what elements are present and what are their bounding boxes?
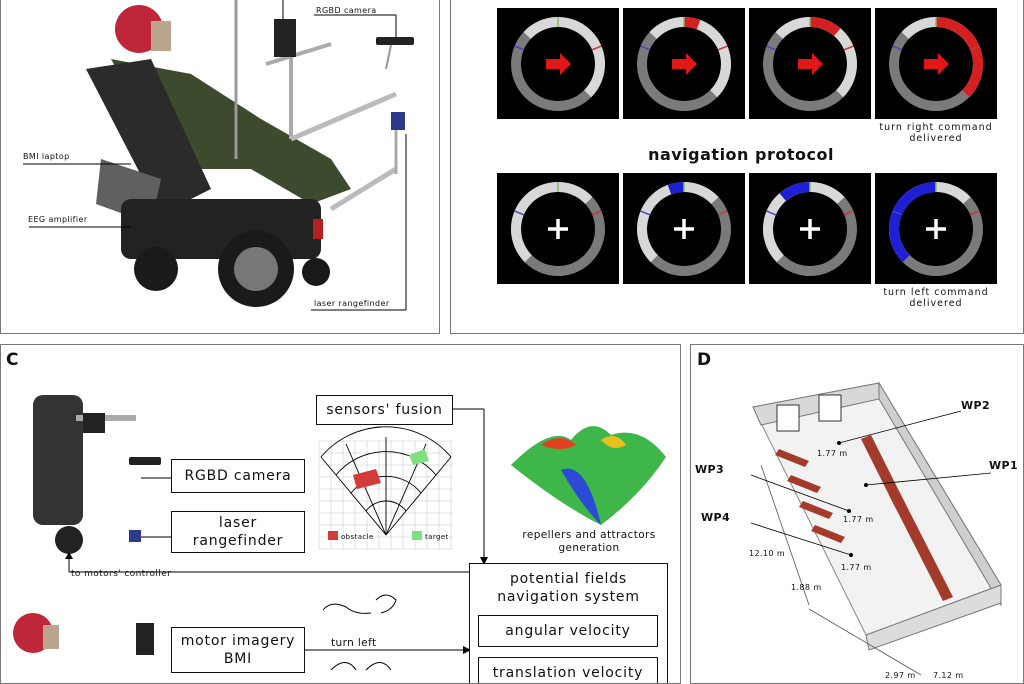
fixation-cross-icon <box>800 219 820 239</box>
laser-line1: laser <box>218 515 258 531</box>
panel-b: turn right command delivered navigation … <box>450 0 1024 334</box>
feedback-ring <box>889 182 983 276</box>
panel-d-label: D <box>697 350 712 370</box>
legend-target: target <box>425 533 449 541</box>
ring-bottom-1 <box>497 173 619 284</box>
dim-2: 1.77 m <box>843 515 874 524</box>
fixation-cross-icon <box>926 219 946 239</box>
potential-line2: navigation system <box>497 589 640 605</box>
ring-tick <box>969 210 980 216</box>
potential-line1: potential fields <box>509 571 628 587</box>
eeg-amplifier-callout: EEG amplifier <box>28 215 88 224</box>
ring-threshold-zone <box>523 17 605 98</box>
ring-tick <box>514 45 525 51</box>
feedback-ring <box>637 182 731 276</box>
ring-threshold-zone <box>637 182 719 263</box>
motor-line1: motor imagery <box>180 633 296 649</box>
ring-progress-fill <box>667 182 685 195</box>
ring-progress-fill <box>683 17 701 30</box>
ring-bottom-3 <box>749 173 871 284</box>
ring-tick <box>591 45 602 51</box>
panel-d: D WP2 WP1 WP3 WP4 1.77 m 1.77 m 1.77 m <box>690 344 1024 684</box>
turn-left-caption: turn left command delivered <box>883 287 989 309</box>
rgbd-camera-box: RGBD camera <box>171 459 305 493</box>
bmi-laptop-callout: BMI laptop <box>23 152 70 161</box>
ring-progress-fill <box>779 182 811 202</box>
dim-4: 1.88 m <box>791 583 822 592</box>
ring-threshold-zone <box>511 182 593 263</box>
ring-bottom-4 <box>875 173 997 284</box>
sensors-fusion-box: sensors' fusion <box>316 395 453 425</box>
feedback-ring <box>763 17 857 111</box>
panel-c-graphics <box>13 395 666 671</box>
to-motors-controller-label: to motors' controller <box>71 569 172 579</box>
ring-top-2 <box>623 8 745 119</box>
ring-bottom-2 <box>623 173 745 284</box>
translation-velocity-box: translation velocity <box>478 657 658 683</box>
right-arrow-icon <box>798 53 823 75</box>
dim-w2: 7.12 m <box>933 671 964 680</box>
feedback-ring <box>511 182 605 276</box>
ring-progress-fill <box>889 182 937 263</box>
dim-length: 12.10 m <box>749 549 786 558</box>
dim-1: 1.77 m <box>817 449 848 458</box>
ring-tick <box>892 210 903 216</box>
rgbd-camera-callout: RGBD camera <box>316 6 377 15</box>
right-arrow-icon <box>546 53 571 75</box>
wp3-label: WP3 <box>695 463 725 476</box>
panel-c-label: C <box>6 350 19 370</box>
ring-tick <box>766 210 777 216</box>
ring-tick <box>843 45 854 51</box>
right-arrow-icon <box>924 53 949 75</box>
ring-tick <box>591 210 602 216</box>
feedback-ring <box>763 182 857 276</box>
wheelchair-photo <box>23 0 414 311</box>
turn-left-label: turn left <box>331 637 377 649</box>
dim-3: 1.77 m <box>841 563 872 572</box>
floor-plan <box>750 381 1002 676</box>
angular-velocity-box: angular velocity <box>478 615 658 647</box>
ring-tick <box>717 210 728 216</box>
legend-obstacle: obstacle <box>341 533 374 541</box>
motor-imagery-bmi-box: motor imagery BMI <box>171 627 305 673</box>
fixation-cross-icon <box>674 219 694 239</box>
ring-tick <box>640 210 651 216</box>
ring-top-1 <box>497 8 619 119</box>
dim-w1: 2.97 m <box>885 671 916 680</box>
ring-tick <box>969 45 980 51</box>
ring-threshold-zone <box>775 17 857 98</box>
repellers-label: repellers and attractors generation <box>507 529 671 555</box>
feedback-ring <box>637 17 731 111</box>
ring-tick <box>843 210 854 216</box>
laser-line2: rangefinder <box>192 533 284 549</box>
panel-a: RGBD camera BMI laptop EEG amplifier las… <box>0 0 440 334</box>
ring-threshold-zone <box>763 182 845 263</box>
ring-tick <box>766 45 777 51</box>
ring-progress-fill <box>809 17 841 37</box>
ring-top-4 <box>875 8 997 119</box>
feedback-ring <box>511 17 605 111</box>
ring-tick <box>640 45 651 51</box>
laser-rangefinder-callout: laser rangefinder <box>314 299 390 308</box>
navigation-protocol-title: navigation protocol <box>648 145 834 164</box>
feedback-ring <box>889 17 983 111</box>
repellers-line2: generation <box>558 542 620 554</box>
ring-tick <box>514 210 525 216</box>
fixation-cross-icon <box>548 219 568 239</box>
motor-line2: BMI <box>223 651 253 667</box>
ring-top-3 <box>749 8 871 119</box>
repellers-line1: repellers and attractors <box>522 529 656 541</box>
wp2-label: WP2 <box>961 399 991 412</box>
wp4-label: WP4 <box>701 511 731 524</box>
turn-right-caption: turn right command delivered <box>879 122 993 144</box>
wp1-label: WP1 <box>989 459 1019 472</box>
ring-threshold-zone <box>649 17 731 98</box>
laser-rangefinder-box: laser rangefinder <box>171 511 305 553</box>
ring-tick <box>717 45 728 51</box>
right-arrow-icon <box>672 53 697 75</box>
panel-c: C <box>0 344 681 684</box>
ring-tick <box>892 45 903 51</box>
